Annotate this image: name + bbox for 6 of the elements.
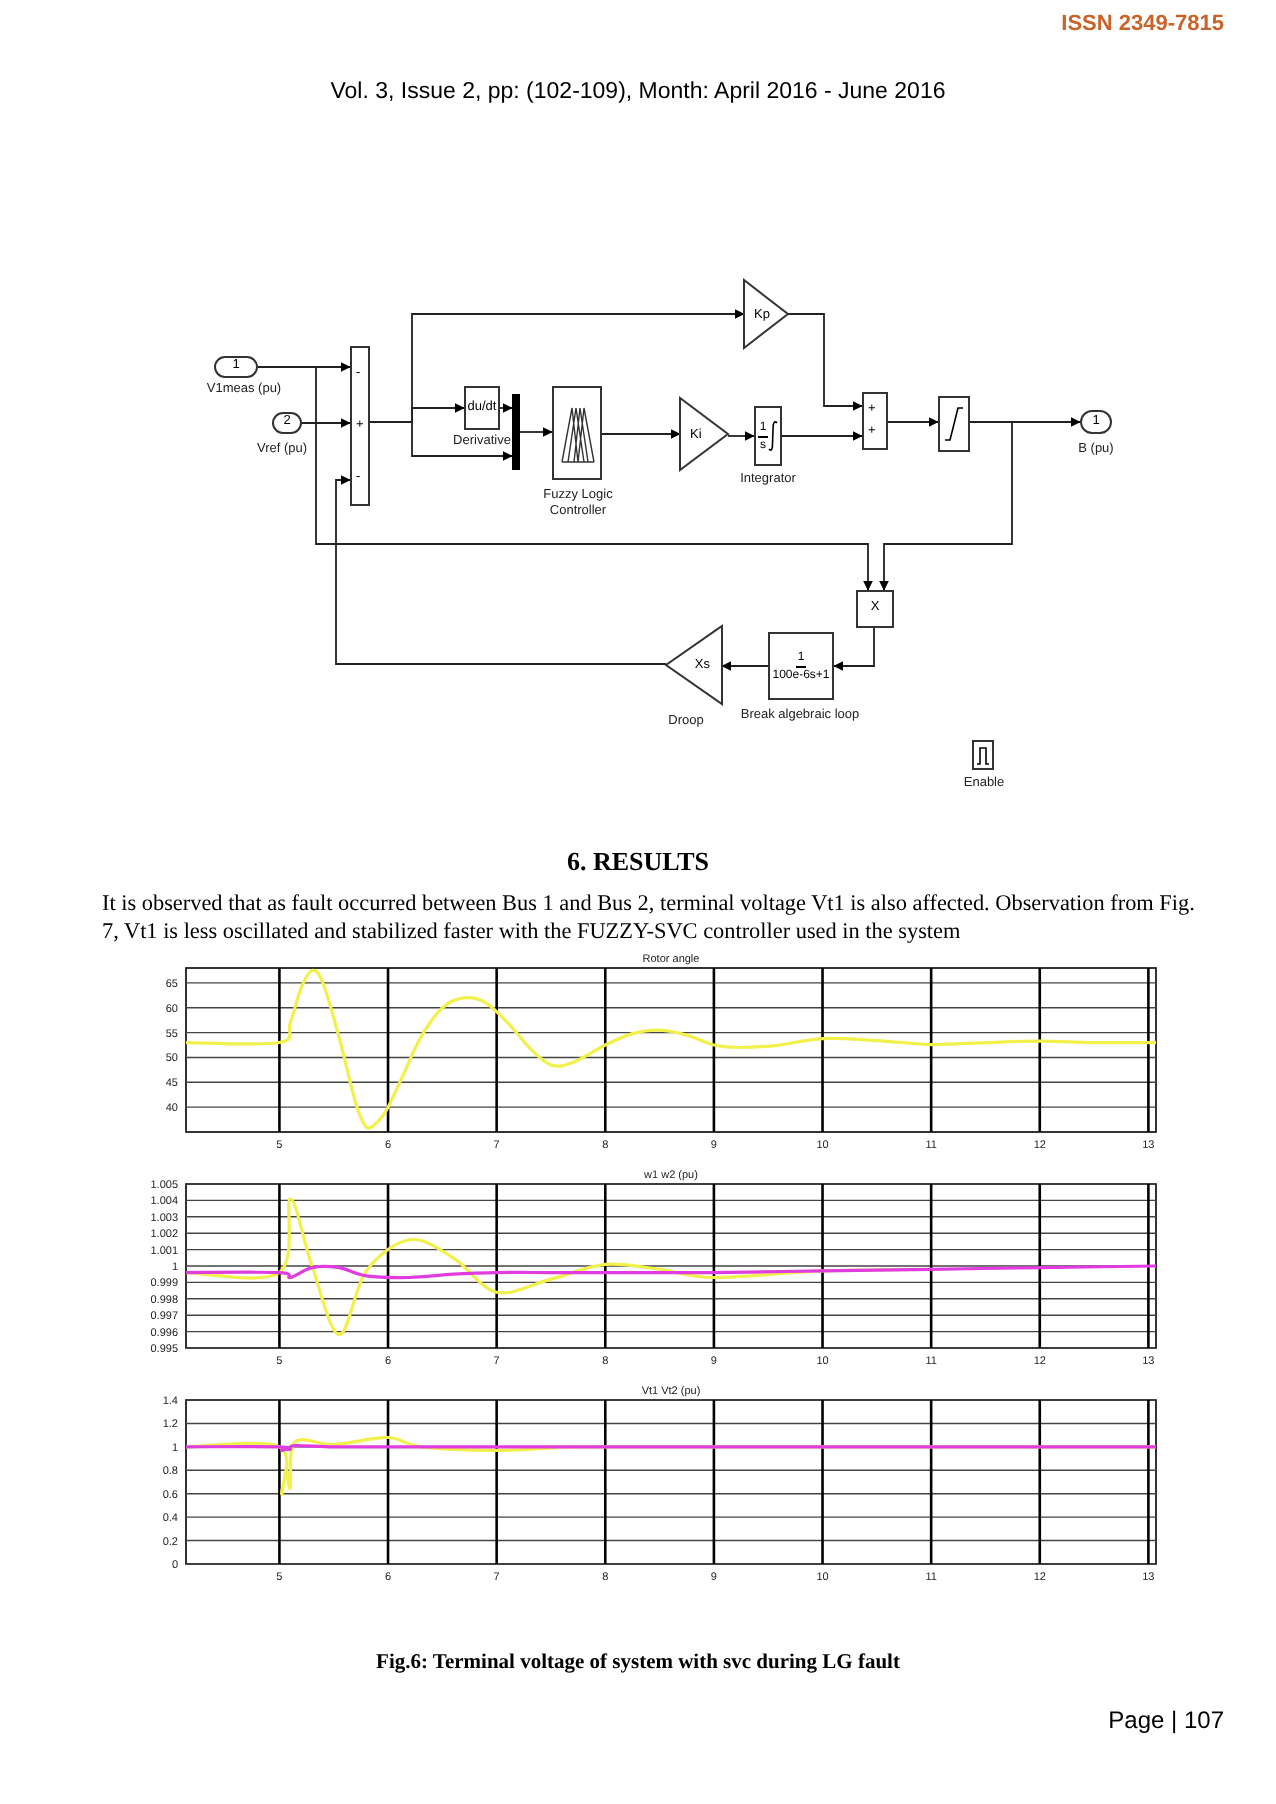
figure-caption: Fig.6: Terminal voltage of system with svc during LG fault xyxy=(374,1652,902,1674)
body-paragraph: It is observed that as fault occurred between Bus 1 and Bus 2, terminal voltage Vt1 is also affected. Observation from Fig. 7, Vt1 is less oscillated and stabilized faster with the FUZZY-SVC controller used in the system xyxy=(102,890,1196,946)
page-number: Page | 107 xyxy=(1108,1706,1224,1734)
issue-info: Vol. 3, Issue 2, pp: (102-109), Month: April 2016 - June 2016 xyxy=(328,80,948,104)
issn-text: ISSN 2349-7815 xyxy=(1061,12,1224,36)
section-heading: 6. RESULTS xyxy=(564,846,712,878)
